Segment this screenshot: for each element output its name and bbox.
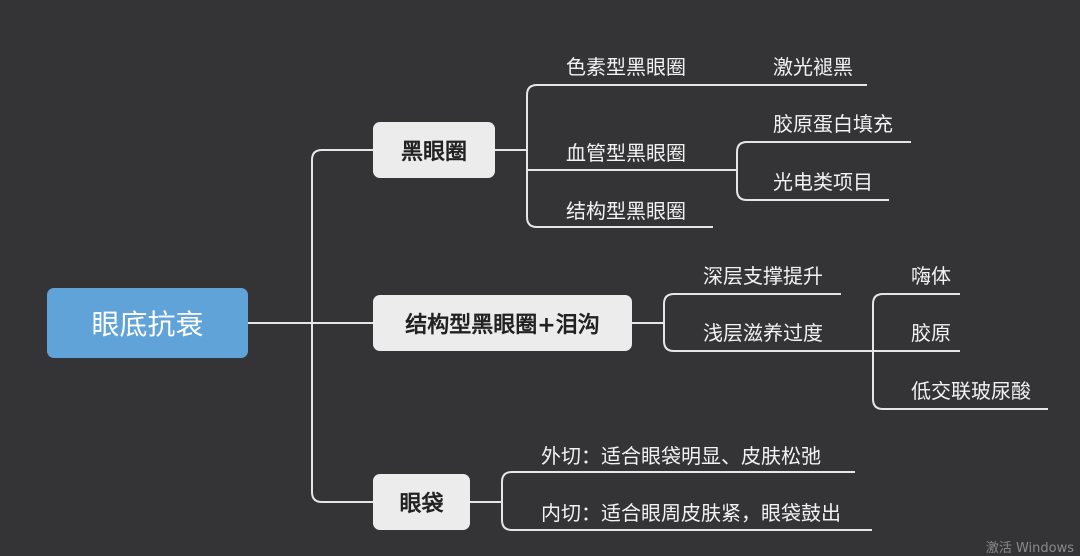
connector-root-spine xyxy=(311,149,373,503)
subtopic-structural-dark-circles[interactable]: 结构型黑眼圈 xyxy=(566,199,686,223)
subtopic-internal-incision[interactable]: 内切：适合眼周皮肤紧，眼袋鼓出 xyxy=(541,501,841,525)
leaf-low-crosslink-ha[interactable]: 低交联玻尿酸 xyxy=(911,379,1031,403)
leaf-laser-depigment[interactable]: 激光褪黑 xyxy=(773,55,853,79)
windows-activation-watermark: 激活 Windows xyxy=(985,541,1074,556)
connector-branch2-spine xyxy=(663,293,873,352)
leaf-photoelectric[interactable]: 光电类项目 xyxy=(773,170,873,194)
branch-eye-bags[interactable]: 眼袋 xyxy=(373,474,470,530)
subtopic-shallow-nourish[interactable]: 浅层滋养过度 xyxy=(703,321,823,345)
subtopic-vascular-dark-circles[interactable]: 血管型黑眼圈 xyxy=(566,141,686,165)
branch-dark-circles[interactable]: 黑眼圈 xyxy=(373,122,495,178)
connector-vascular-spine xyxy=(736,141,911,201)
branch-structural-tear-trough[interactable]: 结构型黑眼圈+泪沟 xyxy=(373,295,632,351)
leaf-collagen[interactable]: 胶原 xyxy=(911,321,951,345)
leaf-hiti[interactable]: 嗨体 xyxy=(911,264,951,288)
connector-shallow-spine xyxy=(872,293,1048,410)
subtopic-pigment-dark-circles[interactable]: 色素型黑眼圈 xyxy=(566,55,686,79)
connector-branch1-spine xyxy=(526,84,713,228)
leaf-collagen-filler[interactable]: 胶原蛋白填充 xyxy=(773,112,893,136)
subtopic-deep-support[interactable]: 深层支撑提升 xyxy=(703,264,823,288)
subtopic-external-incision[interactable]: 外切：适合眼袋明显、皮肤松弛 xyxy=(541,444,821,468)
connector-branch3-spine xyxy=(501,471,872,531)
root-node[interactable]: 眼底抗衰 xyxy=(47,288,248,358)
